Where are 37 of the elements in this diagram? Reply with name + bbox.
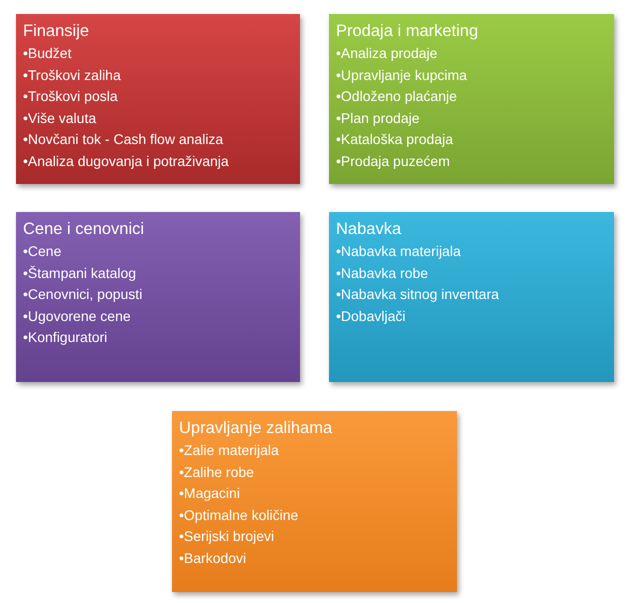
bullet-item: •Zalie materijala [179, 441, 280, 460]
category-card [16, 14, 300, 184]
bullet-item: •Nabavka sitnog inventara [336, 285, 500, 304]
bullet-item: •Upravljanje kupcima [336, 66, 468, 85]
bullet-item: •Serijski brojevi [179, 527, 276, 546]
card-heading: Finansije [23, 21, 90, 42]
bullet-item: •Cenovnici, popusti [23, 285, 144, 304]
category-card [329, 212, 614, 382]
bullet-item: •Nabavka robe [336, 264, 430, 282]
bullet-item: •Plan prodaje [336, 108, 421, 128]
bullet-item: •Konfiguratori [23, 328, 108, 347]
bullet-item: •Analiza prodaje [336, 44, 438, 63]
bullet-item: •Odloženo plaćanje [336, 87, 458, 106]
bullet-item: •Budžet [23, 44, 72, 63]
bullet-item: •Prodaja puzećem [336, 152, 451, 171]
bullet-item: •Analiza dugovanja i potraživanja [23, 152, 230, 171]
bullet-item: •Troškovi zaliha [23, 66, 122, 84]
bullet-item: •Magacini [179, 484, 241, 503]
bullet-item: •Štampani katalog [23, 264, 138, 283]
bullet-item: •Nabavka materijala [336, 242, 462, 261]
bullet-item: •Troškovi posla [23, 87, 119, 106]
card-heading: Cene i cenovnici [23, 219, 146, 240]
bullet-item: •Ugovorene cene [23, 306, 132, 326]
bullet-item: •Dobavljači [336, 306, 406, 326]
category-card [329, 14, 614, 184]
bullet-item: •Barkodovi [179, 548, 248, 568]
bullet-item: •Optimalne količine [179, 506, 300, 525]
bullet-item: •Više valuta [23, 108, 98, 128]
card-heading: Nabavka [336, 219, 402, 240]
card-heading: Prodaja i marketing [336, 21, 480, 42]
bullet-item: •Kataloška prodaja [336, 130, 454, 149]
card-heading: Upravljanje zalihama [179, 418, 334, 439]
bullet-item: •Zalihe robe [179, 462, 255, 482]
category-card [16, 212, 300, 382]
bullet-item: •Cene [23, 242, 62, 261]
category-card [172, 411, 457, 592]
bullet-item: •Novčani tok - Cash flow analiza [23, 130, 224, 149]
